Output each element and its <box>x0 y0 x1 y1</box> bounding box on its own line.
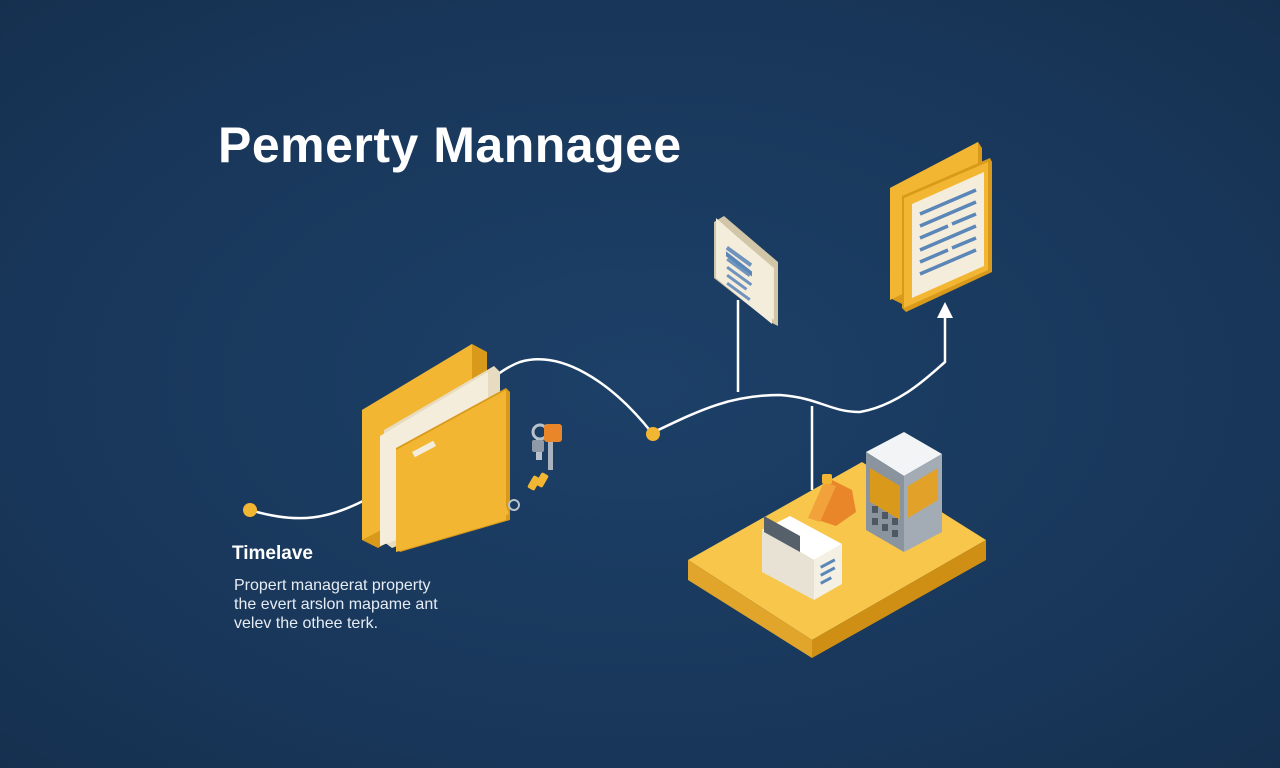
file-box-icon <box>762 516 842 600</box>
caption-line: the evert arslon mapame ant <box>234 596 438 613</box>
arrow-up-icon <box>937 302 953 318</box>
caption-body: Propert managerat property the evert ars… <box>234 576 494 633</box>
folder-icon <box>362 344 510 552</box>
caption-heading: Timelave <box>232 543 313 564</box>
page-title: Pemerty Mannagee <box>218 117 682 173</box>
caption-line: velev the othee terk. <box>234 615 379 632</box>
caption-line: Propert managerat property <box>234 577 431 594</box>
timeline-node-start <box>243 503 257 517</box>
calendar-icon <box>808 474 856 526</box>
document-icon <box>714 216 778 326</box>
report-icon <box>890 142 992 312</box>
building-icon <box>866 432 942 552</box>
timeline-node-mid <box>646 427 660 441</box>
keys-icon <box>475 423 562 525</box>
